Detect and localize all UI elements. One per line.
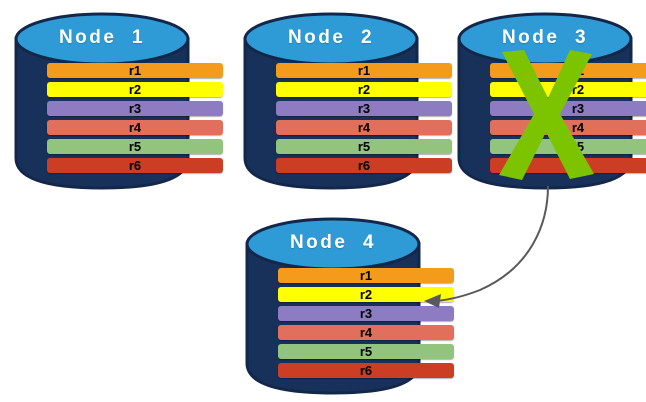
row-label: r3 (359, 306, 373, 321)
row-label: r2 (128, 82, 142, 97)
row-node4-r6[interactable]: r6 (278, 363, 454, 378)
node-node2[interactable]: Node 2 r1 r2 r3 r4 r5 r6 (243, 8, 452, 190)
row-label: r6 (357, 158, 371, 173)
row-label: r1 (359, 268, 373, 283)
row-list-node3: r1 r2 r3 r4 r5 r6 (457, 63, 646, 173)
row-node1-r4[interactable]: r4 (47, 120, 223, 135)
row-label: r6 (128, 158, 142, 173)
node-node3[interactable]: Node 3 r1 r2 r3 r4 r5 r6 (457, 8, 646, 190)
row-label: r6 (571, 158, 585, 173)
row-node3-r3[interactable]: r3 (490, 101, 646, 116)
row-node4-r1[interactable]: r1 (278, 268, 454, 283)
row-node1-r2[interactable]: r2 (47, 82, 223, 97)
row-label: r5 (571, 139, 585, 154)
row-node2-r6[interactable]: r6 (276, 158, 452, 173)
row-node3-r6[interactable]: r6 (490, 158, 646, 173)
row-node1-r1[interactable]: r1 (47, 63, 223, 78)
row-label: r2 (357, 82, 371, 97)
row-label: r3 (571, 101, 585, 116)
row-node2-r3[interactable]: r3 (276, 101, 452, 116)
row-label: r5 (359, 344, 373, 359)
row-node4-r2[interactable]: r2 (278, 287, 454, 302)
row-label: r4 (128, 120, 142, 135)
row-node3-r1[interactable]: r1 (490, 63, 646, 78)
row-node1-r6[interactable]: r6 (47, 158, 223, 173)
node-node4[interactable]: Node 4 r1 r2 r3 r4 r5 r6 (245, 213, 454, 395)
row-node1-r5[interactable]: r5 (47, 139, 223, 154)
row-node2-r2[interactable]: r2 (276, 82, 452, 97)
row-list-node4: r1 r2 r3 r4 r5 r6 (245, 268, 487, 378)
row-label: r2 (359, 287, 373, 302)
row-node2-r5[interactable]: r5 (276, 139, 452, 154)
row-label: r1 (128, 63, 142, 78)
row-node4-r3[interactable]: r3 (278, 306, 454, 321)
row-label: r2 (571, 82, 585, 97)
row-label: r3 (357, 101, 371, 116)
row-node3-r5[interactable]: r5 (490, 139, 646, 154)
row-label: r5 (128, 139, 142, 154)
row-label: r4 (571, 120, 585, 135)
row-label: r1 (571, 63, 585, 78)
row-node2-r1[interactable]: r1 (276, 63, 452, 78)
row-label: r5 (357, 139, 371, 154)
row-label: r6 (359, 363, 373, 378)
row-label: r1 (357, 63, 371, 78)
row-label: r3 (128, 101, 142, 116)
row-list-node2: r1 r2 r3 r4 r5 r6 (243, 63, 485, 173)
node-node1[interactable]: Node 1 r1 r2 r3 r4 r5 r6 (14, 8, 223, 190)
row-node3-r2[interactable]: r2 (490, 82, 646, 97)
row-list-node1: r1 r2 r3 r4 r5 r6 (14, 63, 256, 173)
row-label: r4 (359, 325, 373, 340)
row-node4-r5[interactable]: r5 (278, 344, 454, 359)
row-node2-r4[interactable]: r4 (276, 120, 452, 135)
row-node1-r3[interactable]: r3 (47, 101, 223, 116)
row-node4-r4[interactable]: r4 (278, 325, 454, 340)
row-label: r4 (357, 120, 371, 135)
row-node3-r4[interactable]: r4 (490, 120, 646, 135)
